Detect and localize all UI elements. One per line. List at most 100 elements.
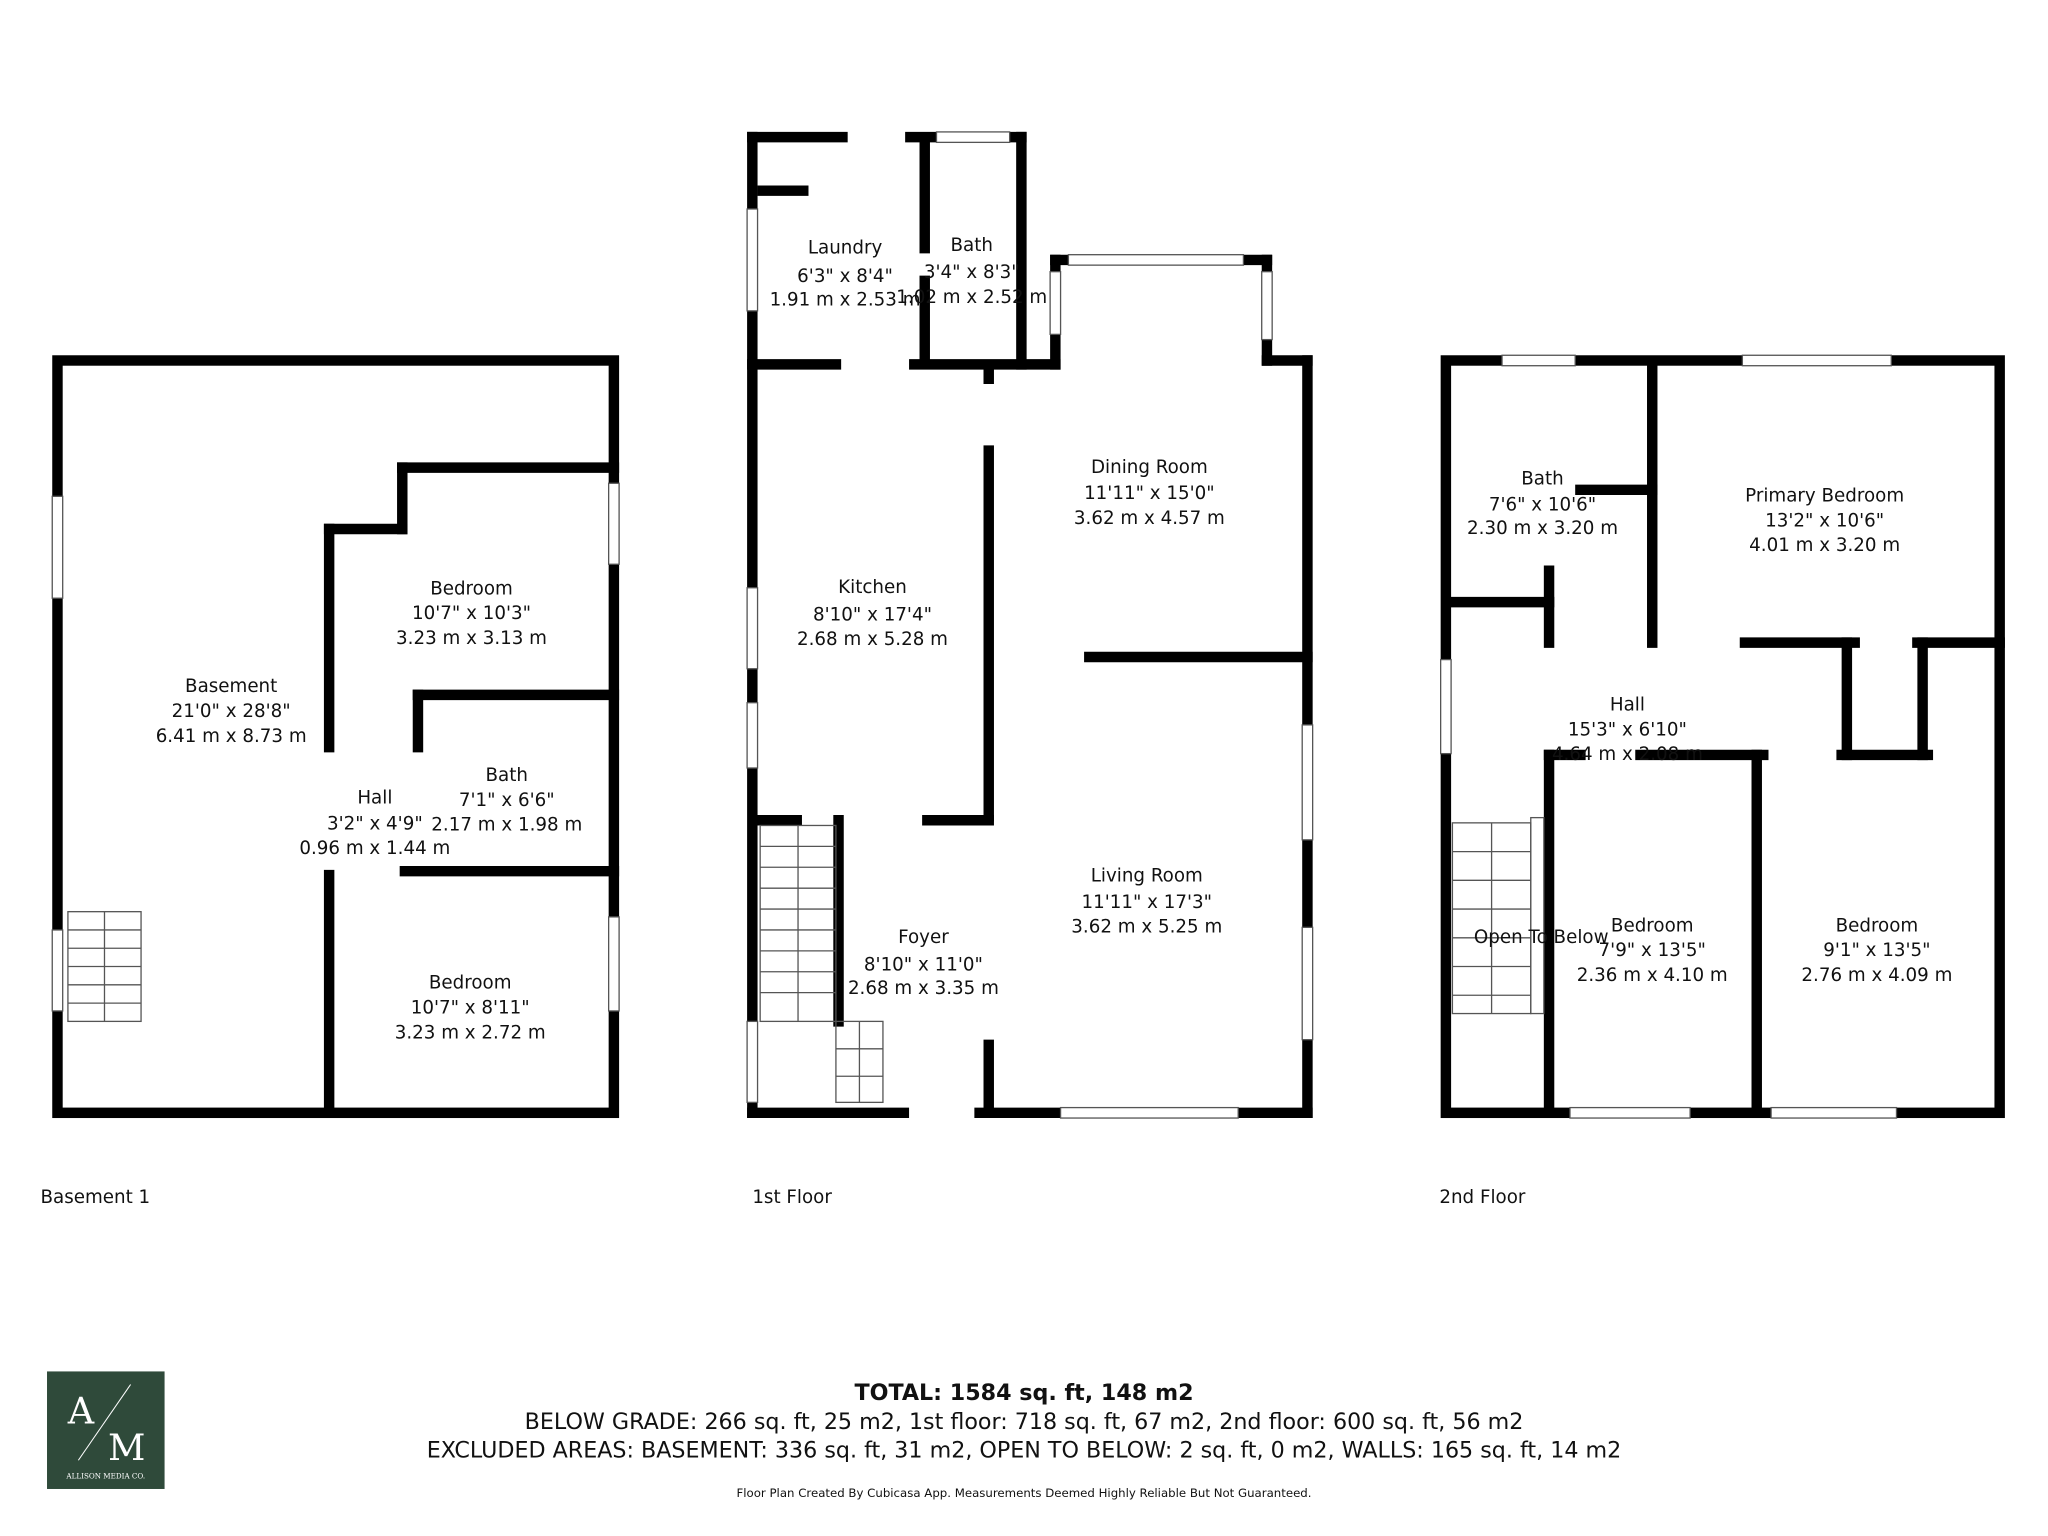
window bbox=[1741, 354, 1892, 367]
window bbox=[1067, 254, 1245, 266]
window bbox=[1439, 658, 1452, 755]
room-size-imperial: 3'2" x 4'9" bbox=[327, 813, 423, 834]
room-size-imperial: 7'9" x 13'5" bbox=[1599, 940, 1706, 961]
room-basement-hall: Hall 3'2" x 4'9" 0.96 m x 1.44 m bbox=[299, 787, 450, 859]
excluded-areas: EXCLUDED AREAS: BASEMENT: 336 sq. ft, 31… bbox=[427, 1438, 1621, 1464]
logo-company-name: ALLISON MEDIA CO. bbox=[65, 1472, 145, 1481]
room-second-floor-bath: Bath 7'6" x 10'6" 2.30 m x 3.20 m bbox=[1467, 469, 1618, 540]
room-size-metric: 2.30 m x 3.20 m bbox=[1467, 518, 1618, 539]
window bbox=[607, 482, 620, 565]
room-size-metric: 2.36 m x 4.10 m bbox=[1577, 965, 1728, 986]
room-name: Laundry bbox=[808, 237, 883, 258]
open-to-below-label: Open To Below bbox=[1474, 927, 1609, 948]
room-size-metric: 3.23 m x 3.13 m bbox=[396, 628, 547, 649]
window bbox=[1059, 1106, 1239, 1119]
room-basement-bedroom-2: Bedroom 10'7" x 8'11" 3.23 m x 2.72 m bbox=[395, 973, 546, 1044]
window bbox=[746, 587, 759, 670]
room-size-metric: 2.76 m x 4.09 m bbox=[1801, 965, 1952, 986]
room-primary-bedroom: Primary Bedroom 13'2" x 10'6" 4.01 m x 3… bbox=[1745, 486, 1904, 557]
room-size-metric: 3.62 m x 5.25 m bbox=[1071, 917, 1222, 938]
room-size-metric: 3.23 m x 2.72 m bbox=[395, 1022, 546, 1043]
room-basement-bath: Bath 7'1" x 6'6" 2.17 m x 1.98 m bbox=[431, 765, 582, 836]
room-name: Living Room bbox=[1091, 866, 1203, 887]
room-size-metric: 4.01 m x 3.20 m bbox=[1749, 535, 1900, 556]
room-first-floor-bath: Bath 3'4" x 8'3" 1.02 m x 2.52 m bbox=[896, 235, 1047, 308]
staircase bbox=[1451, 816, 1545, 1015]
room-basement: Basement 21'0" x 28'8" 6.41 m x 8.73 m bbox=[156, 676, 307, 747]
window bbox=[746, 1020, 759, 1104]
room-name: Primary Bedroom bbox=[1745, 486, 1904, 507]
window bbox=[51, 495, 64, 599]
room-name: Bath bbox=[1521, 469, 1563, 490]
window bbox=[1301, 724, 1314, 841]
room-second-floor-bedroom-2: Bedroom 9'1" x 13'5" 2.76 m x 4.09 m bbox=[1801, 915, 1952, 986]
room-name: Bedroom bbox=[1836, 915, 1919, 936]
room-size-metric: 2.68 m x 3.35 m bbox=[848, 978, 999, 999]
room-size-imperial: 10'7" x 10'3" bbox=[412, 603, 531, 624]
basement-walls bbox=[52, 355, 620, 1119]
room-size-imperial: 3'4" x 8'3" bbox=[924, 262, 1020, 283]
room-name: Bedroom bbox=[430, 578, 513, 599]
room-size-imperial: 6'3" x 8'4" bbox=[797, 266, 893, 287]
window bbox=[51, 929, 64, 1012]
room-name: Bath bbox=[951, 235, 993, 256]
window bbox=[607, 916, 620, 1012]
total-area: TOTAL: 1584 sq. ft, 148 m2 bbox=[854, 1380, 1193, 1406]
floor-label: 1st Floor bbox=[752, 1187, 832, 1208]
room-foyer: Foyer 8'10" x 11'0" 2.68 m x 3.35 m bbox=[848, 927, 999, 999]
room-size-imperial: 21'0" x 28'8" bbox=[172, 701, 291, 722]
room-size-metric: 1.91 m x 2.53 m bbox=[770, 290, 921, 311]
room-size-imperial: 7'6" x 10'6" bbox=[1489, 495, 1596, 516]
first-floor-plan: Laundry 6'3" x 8'4" 1.91 m x 2.53 m Bath… bbox=[746, 131, 1314, 1208]
window bbox=[746, 702, 759, 769]
logo-letter-a: A bbox=[67, 1390, 95, 1433]
window bbox=[1569, 1106, 1691, 1119]
basement-floor-plan: Basement 21'0" x 28'8" 6.41 m x 8.73 m B… bbox=[40, 355, 620, 1208]
room-second-floor-bedroom-1: Bedroom 7'9" x 13'5" 2.36 m x 4.10 m bbox=[1577, 915, 1728, 986]
room-dining-room: Dining Room 11'11" x 15'0" 3.62 m x 4.57… bbox=[1074, 457, 1225, 529]
room-size-imperial: 10'7" x 8'11" bbox=[411, 998, 530, 1019]
room-size-imperial: 13'2" x 10'6" bbox=[1765, 510, 1884, 531]
room-size-metric: 3.62 m x 4.57 m bbox=[1074, 508, 1225, 529]
room-size-metric: 0.96 m x 1.44 m bbox=[299, 838, 450, 859]
staircase bbox=[67, 911, 142, 1023]
room-basement-bedroom-1: Bedroom 10'7" x 10'3" 3.23 m x 3.13 m bbox=[396, 578, 547, 649]
room-name: Kitchen bbox=[838, 577, 907, 598]
area-summary: TOTAL: 1584 sq. ft, 148 m2 BELOW GRADE: … bbox=[427, 1380, 1621, 1500]
staircase bbox=[759, 824, 884, 1104]
window bbox=[1301, 926, 1314, 1041]
window bbox=[1501, 354, 1576, 367]
room-size-metric: 2.68 m x 5.28 m bbox=[797, 629, 948, 650]
room-name: Hall bbox=[1610, 695, 1645, 716]
room-living-room: Living Room 11'11" x 17'3" 3.62 m x 5.25… bbox=[1071, 866, 1222, 938]
room-name: Dining Room bbox=[1091, 457, 1208, 478]
logo-letter-m: M bbox=[108, 1426, 145, 1469]
room-size-metric: 6.41 m x 8.73 m bbox=[156, 726, 307, 747]
room-size-imperial: 15'3" x 6'10" bbox=[1568, 719, 1687, 740]
room-size-imperial: 11'11" x 15'0" bbox=[1084, 483, 1215, 504]
room-name: Basement bbox=[185, 676, 277, 697]
floor-label: Basement 1 bbox=[40, 1187, 150, 1208]
floor-areas: BELOW GRADE: 266 sq. ft, 25 m2, 1st floo… bbox=[525, 1409, 1524, 1435]
window bbox=[746, 208, 759, 312]
room-size-imperial: 8'10" x 17'4" bbox=[813, 604, 932, 625]
window bbox=[1770, 1106, 1898, 1119]
disclaimer: Floor Plan Created By Cubicasa App. Meas… bbox=[737, 1486, 1312, 1500]
room-size-metric: 1.02 m x 2.52 m bbox=[896, 287, 1047, 308]
room-name: Bedroom bbox=[429, 973, 512, 994]
room-size-metric: 4.64 m x 2.08 m bbox=[1552, 744, 1703, 765]
room-second-floor-hall: Hall 15'3" x 6'10" 4.64 m x 2.08 m bbox=[1552, 695, 1703, 766]
second-floor-plan: Bath 7'6" x 10'6" 2.30 m x 3.20 m Primar… bbox=[1439, 354, 2005, 1208]
room-name: Hall bbox=[357, 787, 392, 808]
room-size-imperial: 7'1" x 6'6" bbox=[459, 790, 555, 811]
room-size-imperial: 11'11" x 17'3" bbox=[1081, 892, 1212, 913]
room-name: Foyer bbox=[898, 927, 949, 948]
window bbox=[1261, 271, 1273, 341]
room-name: Bath bbox=[486, 765, 528, 786]
room-laundry: Laundry 6'3" x 8'4" 1.91 m x 2.53 m bbox=[770, 237, 921, 310]
window bbox=[935, 131, 1011, 144]
floor-label: 2nd Floor bbox=[1439, 1187, 1526, 1208]
room-size-imperial: 9'1" x 13'5" bbox=[1823, 940, 1930, 961]
room-size-imperial: 8'10" x 11'0" bbox=[864, 954, 983, 975]
